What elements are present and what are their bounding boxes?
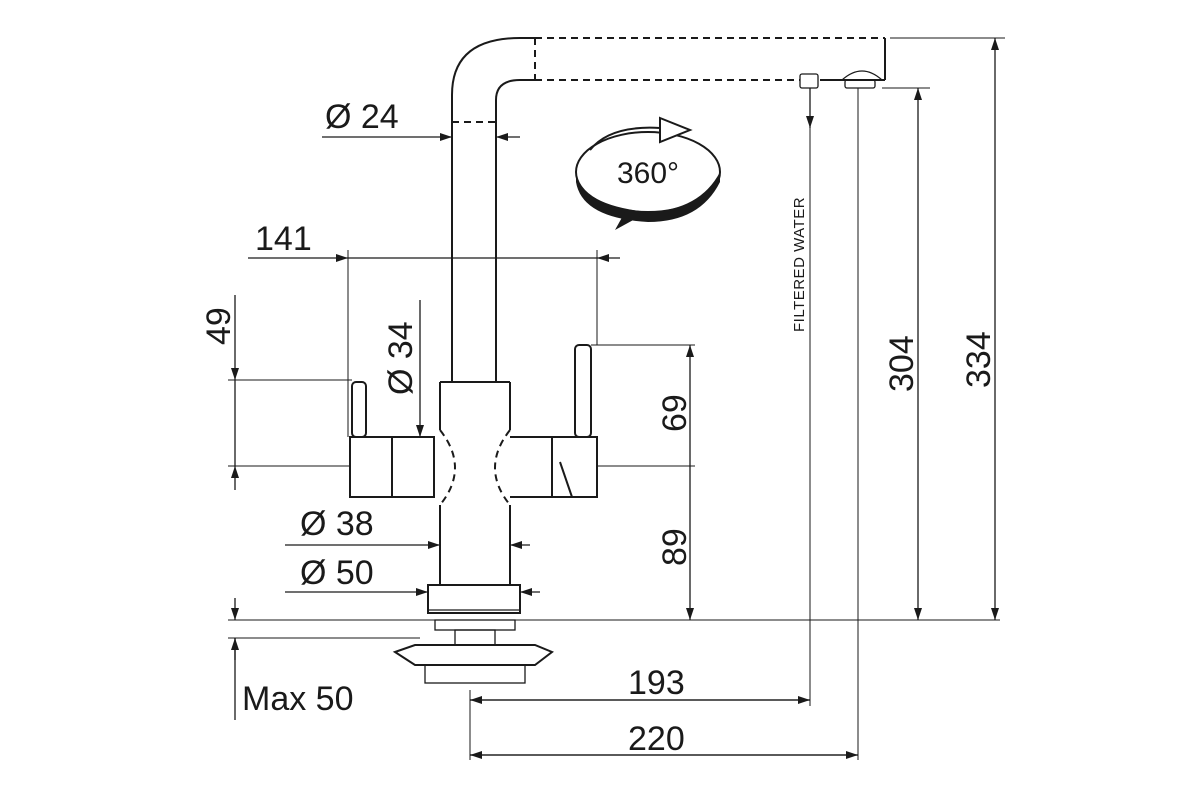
label-filtered-outlet-height: 304 bbox=[883, 335, 921, 392]
label-spout-diameter: Ø 24 bbox=[325, 98, 399, 136]
label-body-diameter: Ø 38 bbox=[300, 505, 374, 543]
label-total-height: 334 bbox=[960, 331, 998, 388]
label-handle-span: 141 bbox=[255, 220, 312, 258]
label-upper-body-height: 69 bbox=[656, 394, 694, 432]
dimension-labels: Ø 24 141 49 Ø 34 69 89 Ø 38 Ø 50 Max 50 … bbox=[200, 98, 998, 758]
label-base-diameter: Ø 50 bbox=[300, 554, 374, 592]
label-filtered-reach: 193 bbox=[628, 664, 685, 702]
label-filtered-water: FILTERED WATER bbox=[791, 197, 808, 332]
label-handle-diameter: Ø 34 bbox=[382, 321, 420, 395]
rotation-label: 360° bbox=[617, 157, 679, 190]
dimension-lines bbox=[228, 37, 1005, 760]
faucet-outline bbox=[349, 37, 886, 684]
rotation-360-icon: 360° bbox=[575, 116, 721, 230]
label-lower-body-height: 89 bbox=[656, 528, 694, 566]
label-handle-height: 49 bbox=[200, 307, 238, 345]
label-total-reach: 220 bbox=[628, 720, 685, 758]
label-max-thickness: Max 50 bbox=[242, 680, 354, 718]
